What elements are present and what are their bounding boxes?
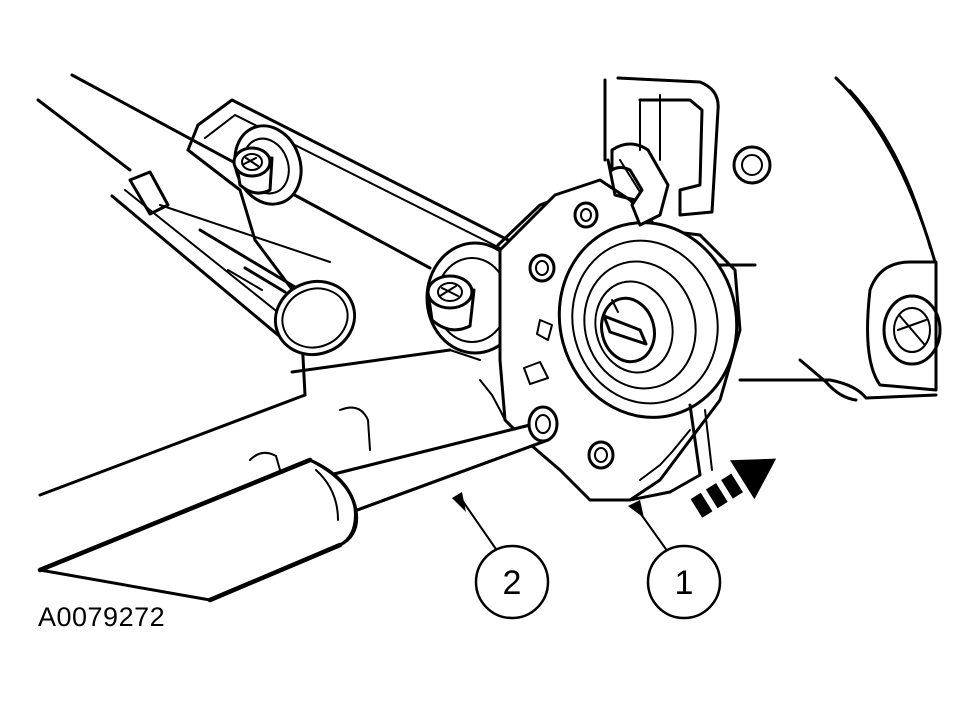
tool-handle: [37, 457, 359, 603]
callout-2-label: 2: [503, 564, 522, 602]
push-direction-arrow-icon: [690, 458, 777, 518]
callout-1: 1: [628, 500, 722, 620]
figure-id: A0079272: [38, 602, 166, 632]
spring-hub-icon: [557, 221, 739, 419]
callout-2-arrowhead: [452, 492, 466, 512]
lower-frame: [249, 379, 506, 471]
seat-back-panel: [603, 76, 772, 267]
lower-bracket-leg: [628, 403, 713, 502]
spring-clip: [606, 142, 670, 227]
pin-rod: [308, 405, 559, 522]
callout-1-label: 1: [675, 564, 694, 602]
tube-end: [198, 228, 357, 356]
right-housing: [738, 76, 942, 402]
upper-stud: [232, 124, 303, 206]
callout-2: 2: [452, 492, 550, 620]
